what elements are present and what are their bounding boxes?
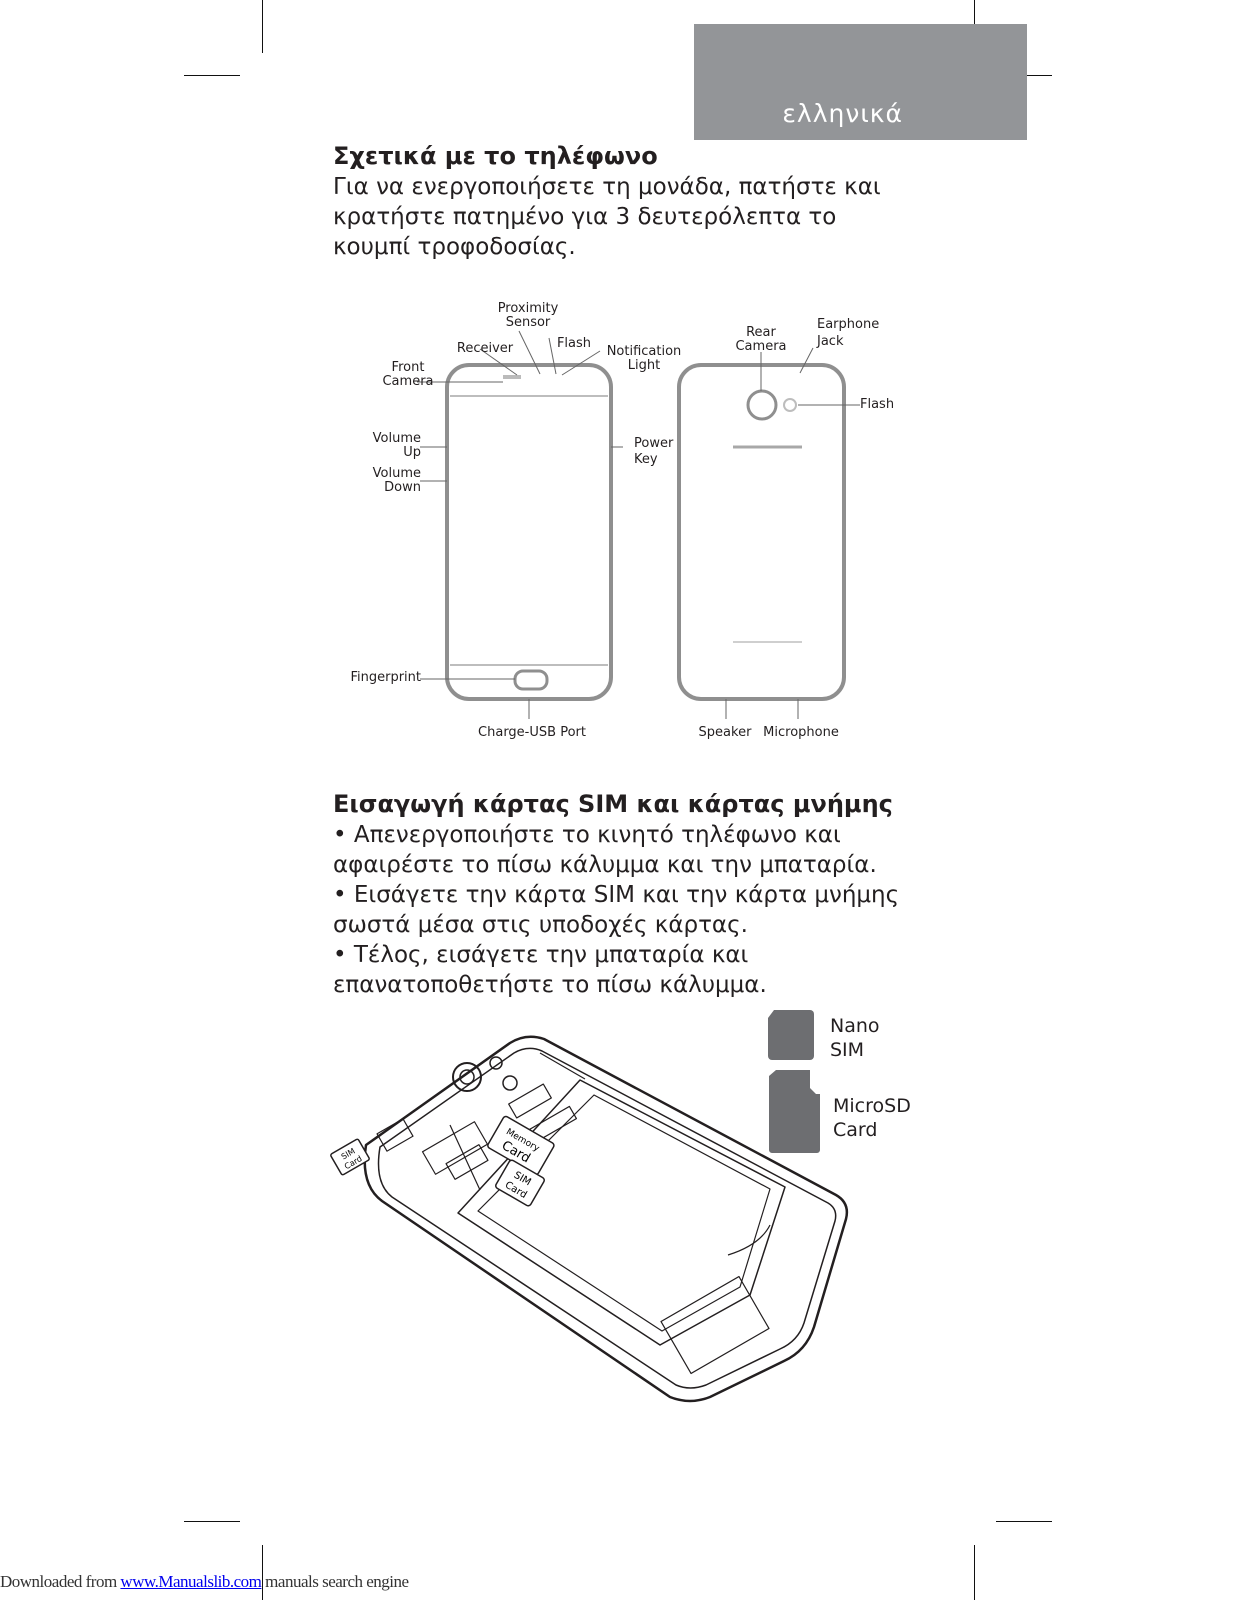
label-nano-sim: SIM [830,1039,864,1061]
phone-layout-diagram: Proximity Sensor Receiver Flash Notifica… [350,301,894,740]
crop-mark [262,1545,263,1600]
chassis-outline [363,1035,849,1403]
section-title-about-phone: Σχετικά με το τηλέφωνο [333,142,658,170]
label-volume-up: Volume [373,431,421,446]
footer-suffix: manuals search engine [261,1572,409,1591]
text-line: κρατήστε πατημένο για 3 δευτερόλεπτα το [333,204,837,230]
label-rear-camera-2: Camera [735,339,786,354]
fingerprint-button [513,669,549,691]
crop-mark [262,0,263,53]
label-volume-up-2: Up [403,445,421,460]
label-power: Power [634,436,674,451]
language-label: ελληνικά [782,99,903,128]
rear-camera-lens [746,389,778,421]
label-notification: Notification [607,344,682,359]
phone-back-outline [677,363,846,701]
label-microphone: Microphone [763,725,839,740]
crop-mark [974,1545,975,1600]
label-notification-2: Light [628,358,660,373]
text-line: Για να ενεργοποιήσετε τη μονάδα, πατήστε… [333,174,881,200]
crop-mark [996,1521,1052,1522]
nano-sim-icon [768,1010,814,1060]
label-nano: Nano [830,1015,880,1037]
crop-mark [184,1521,240,1522]
section-sim-text: • Απενεργοποιήστε το κινητό τηλέφωνο και… [333,820,899,1000]
label-microsd-card: Card [833,1119,877,1141]
text-line: κουμπί τροφοδοσίας. [333,234,576,260]
label-speaker: Speaker [699,725,753,740]
text-line: • Απενεργοποιήστε το κινητό τηλέφωνο και [333,822,841,848]
label-power-2: Key [634,452,658,467]
text-line: • Εισάγετε την κάρτα SIM και την κάρτα μ… [333,882,900,908]
label-rear-camera: Rear [746,325,776,340]
sim-installation-illustration: Nano SIM MicroSD Card Memory Card SIM Ca… [330,1010,911,1403]
label-flash-rear: Flash [860,397,894,412]
footer-download-note: Downloaded from www.Manualslib.com manua… [0,1572,409,1592]
text-line: σωστά μέσα στις υποδοχές κάρτας. [333,912,748,938]
section-about-text: Για να ενεργοποιήσετε τη μονάδα, πατήστε… [333,172,881,262]
crop-mark [184,75,240,76]
label-earphone: Earphone [817,317,879,332]
label-front-camera: Front [392,360,425,375]
sim-card-slot: SIM Card [495,1159,545,1207]
label-proximity: Proximity [498,301,559,316]
label-charge-usb: Charge-USB Port [478,725,586,740]
label-receiver: Receiver [457,341,514,356]
manualslib-link[interactable]: www.Manualslib.com [120,1572,262,1591]
label-earphone-2: Jack [816,334,844,349]
microsd-card-icon [769,1070,820,1153]
footer-prefix: Downloaded from [0,1572,121,1591]
section-title-sim: Εισαγωγή κάρτας SIM και κάρτας μνήμης [333,790,893,818]
label-volume-down: Volume [373,466,421,481]
loose-sim-card: SIM Card [330,1138,370,1176]
text-line: αφαιρέστε το πίσω κάλυμμα και την μπαταρ… [333,852,877,878]
label-volume-down-2: Down [384,480,421,495]
label-proximity-2: Sensor [506,315,551,330]
text-line: • Τέλος, εισάγετε την μπαταρία και [333,942,749,968]
label-fingerprint: Fingerprint [350,670,421,685]
phone-front-outline [445,363,613,701]
label-front-camera-2: Camera [382,374,433,389]
label-microsd: MicroSD [833,1095,911,1117]
label-flash-front: Flash [557,336,591,351]
language-tab: ελληνικά [694,24,1027,140]
text-line: επανατοποθετήστε το πίσω κάλυμμα. [333,972,767,998]
